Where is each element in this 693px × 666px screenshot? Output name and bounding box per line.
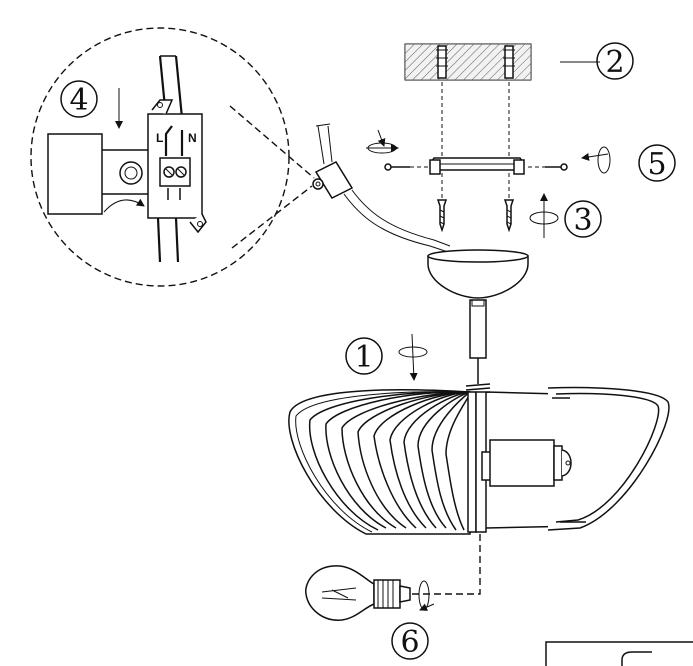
callout-line-top [229, 105, 315, 179]
step-4-label: 4 [69, 83, 88, 118]
detail-terminal [147, 99, 207, 234]
rotate-arrow-step-1 [398, 333, 428, 381]
step-5-label: 5 [647, 147, 666, 182]
suspension-rod [469, 299, 487, 384]
terminal-label-live: L [156, 131, 163, 145]
terminal-box [312, 161, 354, 199]
step-6-marker: 6 [391, 622, 429, 660]
step-1-marker: 1 [345, 337, 383, 375]
step-1-label: 1 [354, 340, 373, 375]
rotate-arrow-screws [529, 193, 559, 238]
rotate-arrow-left [366, 129, 399, 154]
rotate-arrow-bulb [418, 580, 435, 611]
detail-bracket-plate [47, 133, 151, 215]
callout-line-bottom [231, 185, 313, 249]
side-screw-left [384, 163, 428, 171]
step-3-label: 3 [573, 203, 592, 238]
detail-cable-bottom [156, 217, 180, 263]
screw-left [436, 199, 448, 233]
rotate-arrow-right [581, 146, 611, 174]
wall-plug-right [503, 45, 515, 79]
corner-box [545, 641, 693, 666]
cable-to-canopy [343, 189, 451, 253]
step-3-marker: 3 [564, 200, 602, 238]
light-bulb [305, 565, 411, 621]
step-2-label: 2 [605, 45, 624, 80]
lamp-shade-slats [288, 389, 471, 535]
mounting-bracket [429, 157, 525, 175]
bulb-dashed-path [412, 534, 481, 595]
step-4-marker: 4 [60, 80, 98, 118]
ceiling-canopy [427, 249, 529, 299]
screw-right [503, 199, 515, 233]
step-2-marker: 2 [596, 42, 634, 80]
terminal-label-neutral: N [188, 131, 197, 145]
wall-plug-left [436, 45, 448, 79]
step-6-label: 6 [400, 625, 419, 660]
lamp-socket [481, 439, 572, 487]
side-screw-right [528, 163, 568, 171]
cable-top [315, 123, 333, 165]
step-5-marker: 5 [638, 144, 676, 182]
detail-rotate-arrow [103, 198, 145, 213]
